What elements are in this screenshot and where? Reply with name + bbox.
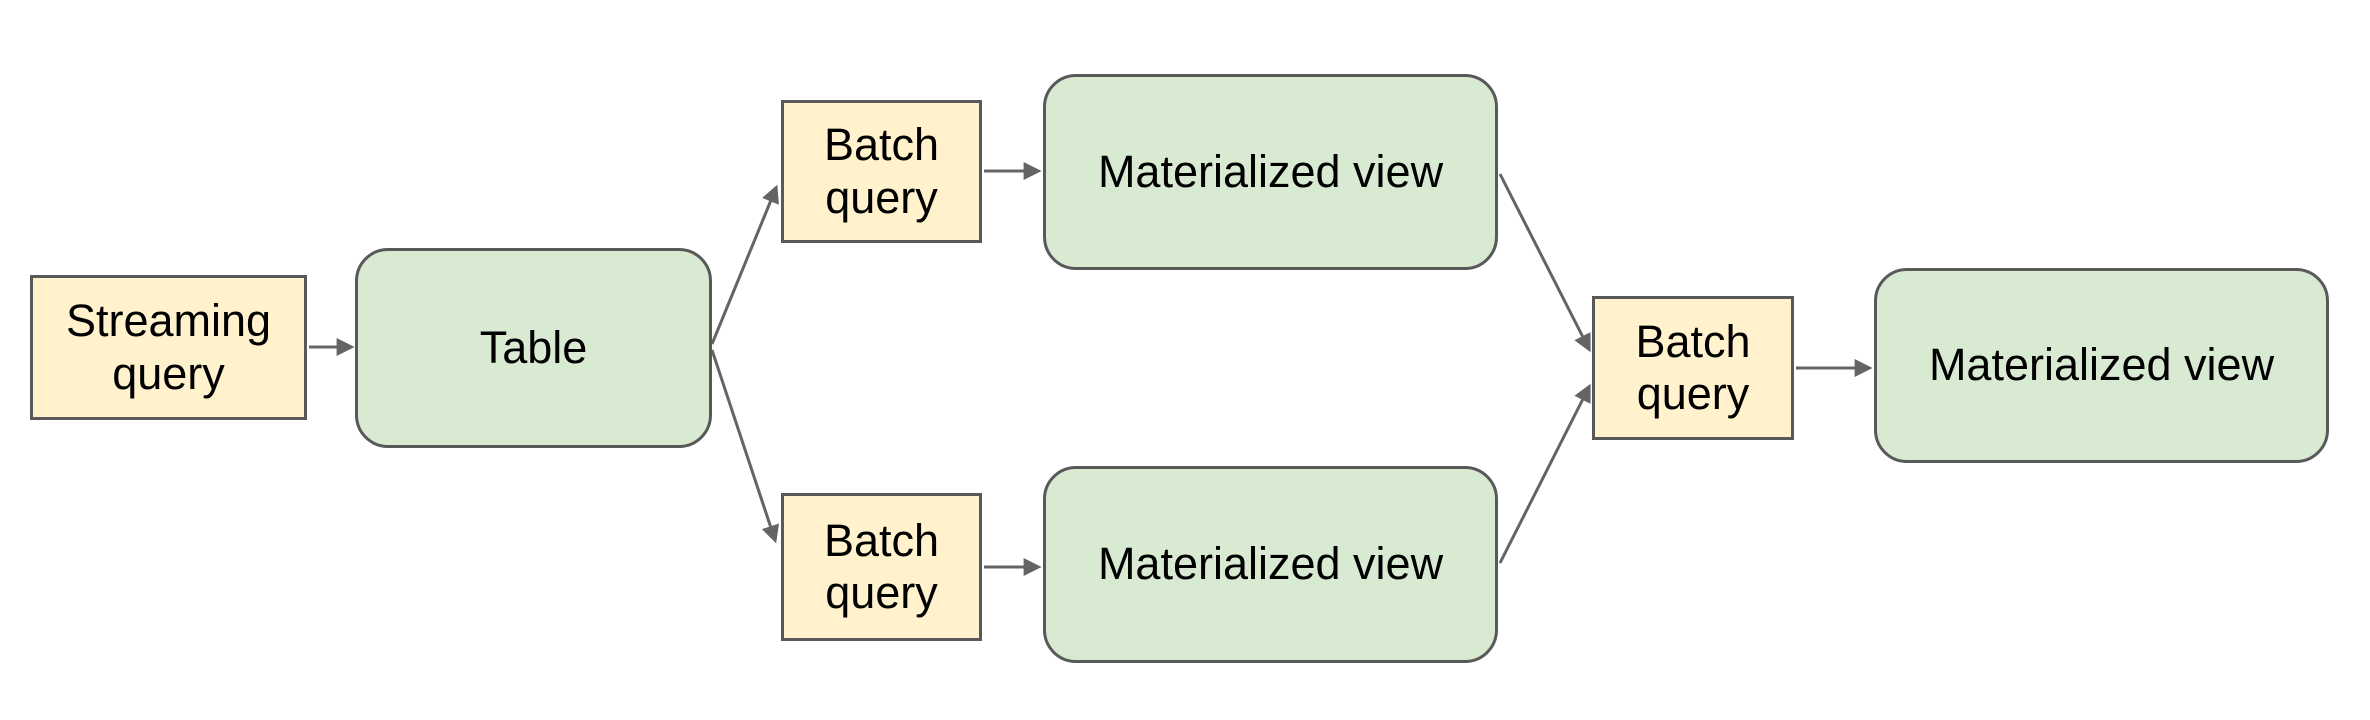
node-batch-query-top-label: Batch query <box>823 119 940 223</box>
arrow-materialized-view-top-to-batch-query-right <box>1498 173 1591 353</box>
arrow-table-to-batch-query-bottom <box>710 349 780 544</box>
node-materialized-view-bottom: Materialized view <box>1043 466 1498 663</box>
node-table-label: Table <box>479 321 588 373</box>
node-batch-query-top: Batch query <box>781 100 982 243</box>
node-batch-query-bottom: Batch query <box>781 493 982 641</box>
node-materialized-view-top-label: Materialized view <box>1097 145 1444 197</box>
node-table: Table <box>355 248 712 448</box>
node-streaming-query-label: Streaming query <box>65 295 272 399</box>
node-batch-query-right: Batch query <box>1592 296 1794 440</box>
node-streaming-query: Streaming query <box>30 275 307 420</box>
arrow-table-to-batch-query-top <box>710 184 779 345</box>
node-materialized-view-right: Materialized view <box>1874 268 2329 463</box>
node-batch-query-right-label: Batch query <box>1635 315 1751 419</box>
node-batch-query-bottom-label: Batch query <box>823 514 940 618</box>
node-materialized-view-top: Materialized view <box>1043 74 1498 270</box>
node-materialized-view-bottom-label: Materialized view <box>1097 538 1444 590</box>
node-materialized-view-right-label: Materialized view <box>1928 339 2275 391</box>
arrow-materialized-view-bottom-to-batch-query-right <box>1498 383 1591 564</box>
